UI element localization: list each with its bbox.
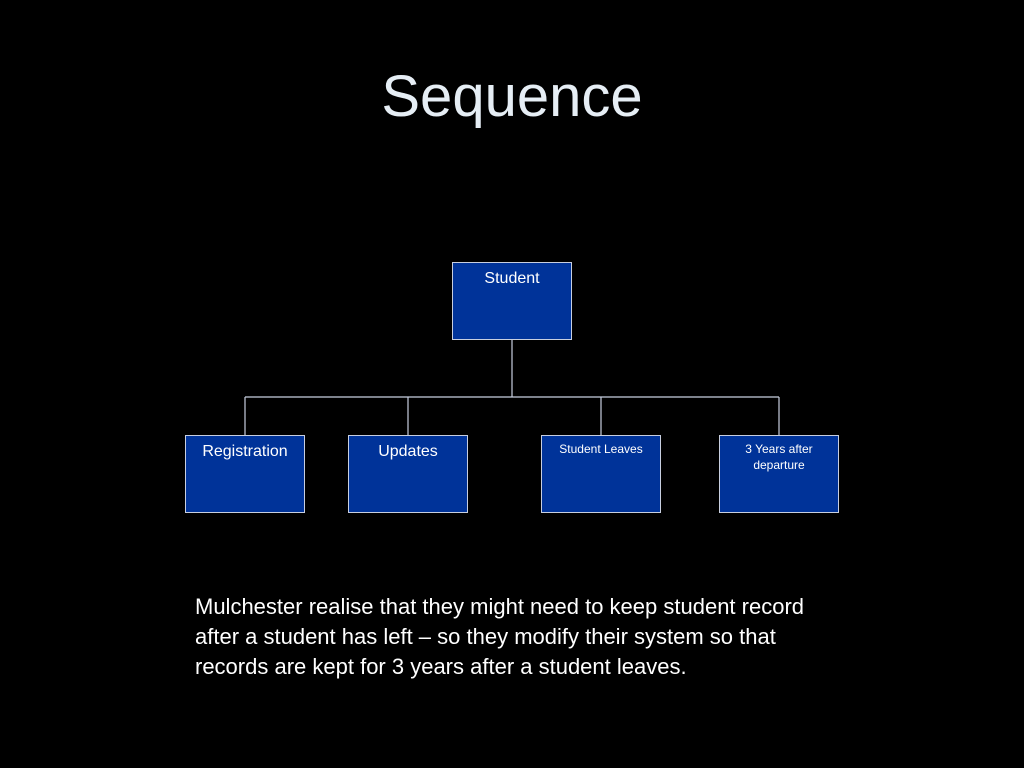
node-student-leaves: Student Leaves: [541, 435, 661, 513]
node-student-label: Student: [484, 270, 540, 287]
node-after-departure-label: 3 Years after departure: [745, 442, 813, 472]
slide-title: Sequence: [381, 64, 643, 129]
node-registration: Registration: [185, 435, 305, 513]
slide-caption: Mulchester realise that they might need …: [195, 594, 805, 679]
node-student-leaves-label: Student Leaves: [559, 442, 643, 456]
node-updates: Updates: [348, 435, 468, 513]
node-after-departure: 3 Years after departure: [719, 435, 839, 513]
node-student: Student: [452, 262, 572, 340]
node-updates-label: Updates: [378, 443, 438, 460]
node-registration-label: Registration: [202, 443, 288, 460]
